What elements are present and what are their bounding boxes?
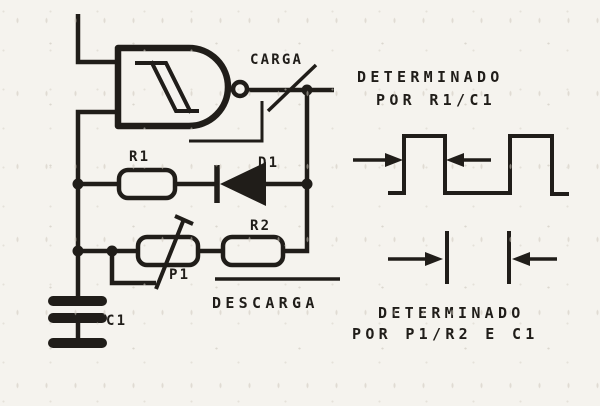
arrow-right-head [385,153,403,167]
high-time-arrows [353,153,491,167]
nand-gate-body [114,44,232,130]
timing-waveform [353,134,569,284]
junction-dot [301,84,313,96]
high-period-note-line2: POR R1/C1 [376,91,496,109]
descarga-label: DESCARGA [212,294,319,312]
right-rail [283,90,310,254]
square-wave-trace [388,134,569,196]
c1-label: C1 [106,313,128,329]
top-input-wire [75,14,118,65]
ground-bar [48,338,107,348]
resistor-r1 [116,167,178,201]
junction-dot [72,245,84,257]
capacitor-plate-bottom [48,313,107,323]
capacitor-plate-top [48,296,107,306]
junction-dot [72,178,84,190]
low-time-arrows [388,231,557,284]
arrow-right-head [425,252,443,266]
low-period-note-line1: DETERMINADO [378,304,525,322]
r1-label: R1 [129,149,151,165]
nand-gate [114,44,250,130]
capacitor-c1 [48,296,107,348]
inverter-bubble [230,79,250,99]
resistor-body [220,234,286,268]
high-period-note-line1: DETERMINADO [357,68,504,86]
resistor-r2 [220,234,286,268]
carga-label: CARGA [250,52,304,68]
hysteresis-icon [135,60,199,114]
low-period-note-line2: POR P1/R2 E C1 [352,325,539,343]
junction-dot [301,178,313,190]
r2-label: R2 [250,218,272,234]
junction-dot [106,245,118,257]
resistor-body [116,167,178,201]
arrow-left-head [512,252,530,266]
p1-label: P1 [169,267,191,283]
d1-label: D1 [258,155,280,171]
arrow-left-head [446,153,464,167]
